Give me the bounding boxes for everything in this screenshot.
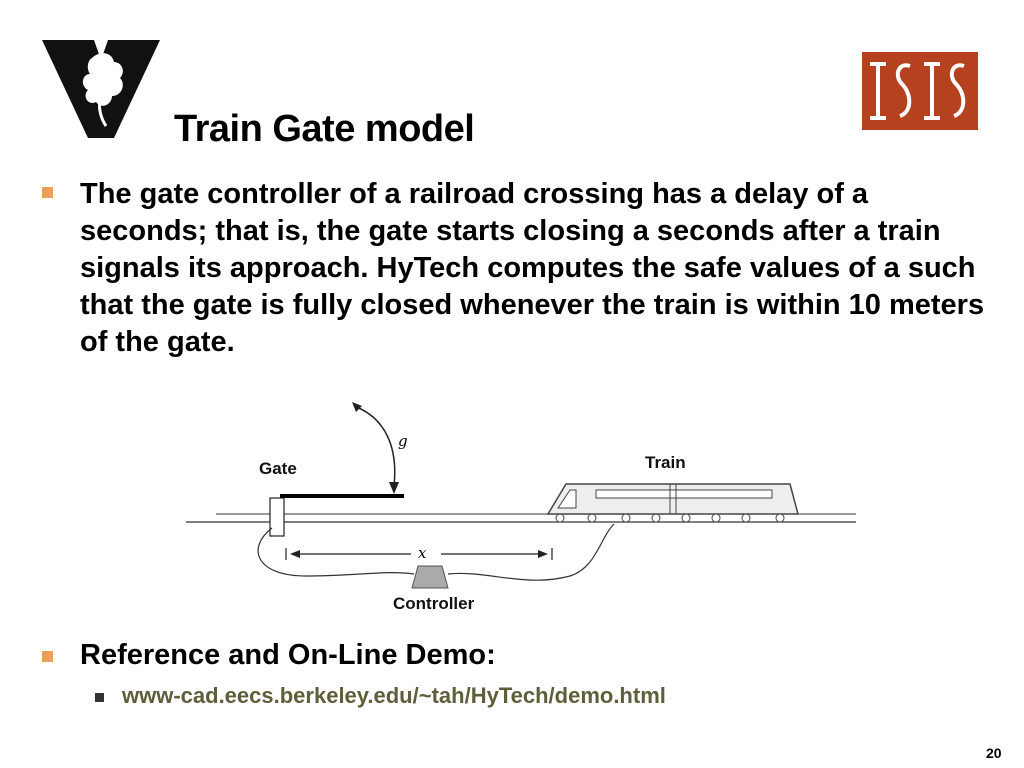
train-label: Train (645, 453, 686, 472)
reference-heading: Reference and On-Line Demo: (80, 639, 496, 671)
gate-label: Gate (259, 459, 297, 478)
controller-label: Controller (393, 594, 475, 613)
x-label: x (418, 544, 427, 562)
train-gate-diagram (186, 402, 856, 589)
bullet-marker (42, 651, 53, 662)
vanderbilt-logo (42, 40, 160, 138)
demo-link[interactable]: www-cad.eecs.berkeley.edu/~tah/HyTech/de… (122, 683, 666, 708)
description-paragraph: The gate controller of a railroad crossi… (80, 178, 985, 358)
g-label: g (398, 432, 408, 450)
slide-title: Train Gate model (174, 108, 475, 150)
isis-logo (862, 52, 978, 130)
sub-bullet-marker (95, 693, 104, 702)
page-number: 20 (986, 745, 1002, 761)
bullet-marker (42, 187, 53, 198)
